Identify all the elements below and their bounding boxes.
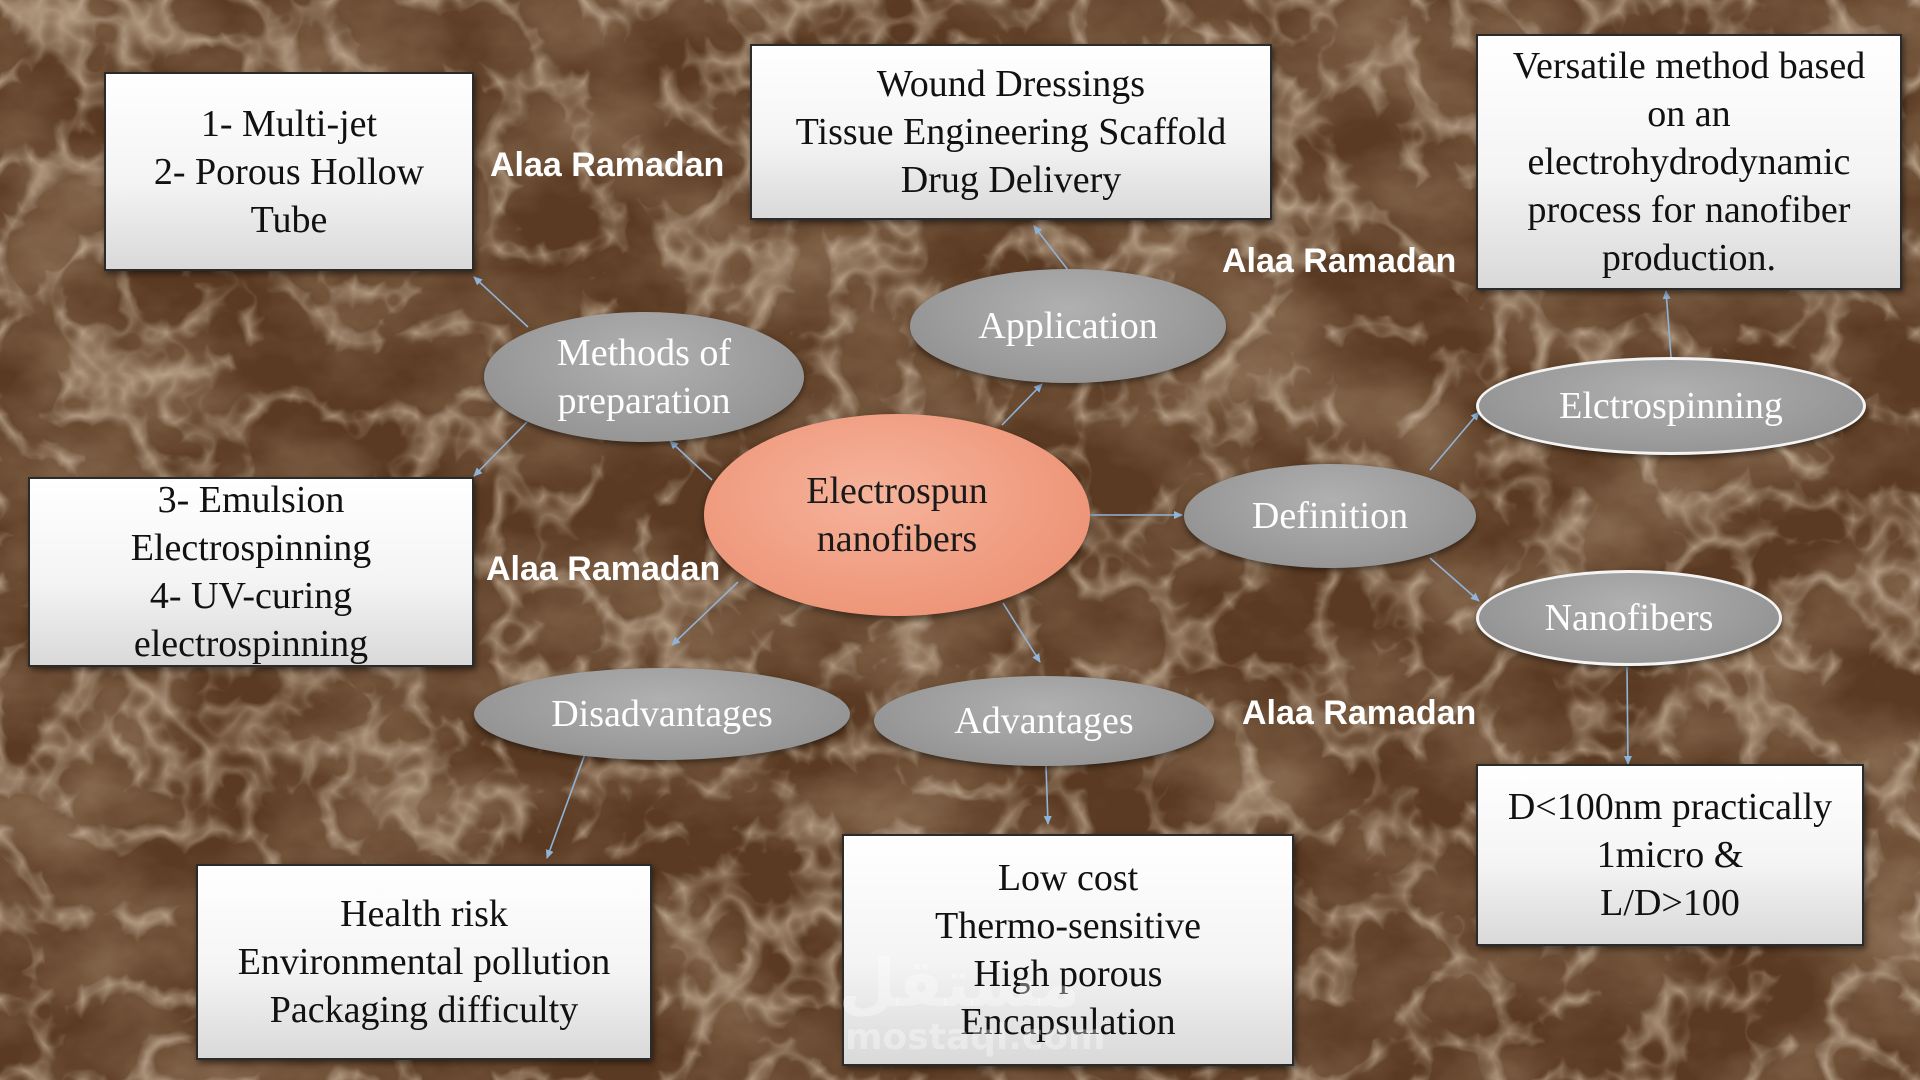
logo-arabic-text: مستقل [838,945,1080,1022]
box-advantages-line-2: Thermo-sensitive [935,905,1201,947]
box-methods-top: 1- Multi-jet 2- Porous Hollow Tube [104,72,474,271]
box-electrospinning-line-3: electrohydrodynamic [1527,141,1851,183]
box-advantages-line-4: Encapsulation [960,1001,1176,1043]
box-disadvantages: Health risk Environmental pollution Pack… [196,864,652,1060]
box-methods-bottom-line-3: 4- UV-curing [149,575,353,617]
author-watermark-4: Alaa Ramadan [1242,694,1477,732]
center-label-line-1: Electrospun [806,470,988,512]
node-electrospinning-label: Elctrospinning [1559,385,1783,427]
node-methods-of-preparation: Methods of preparation [484,312,804,442]
box-advantages-line-3: High porous [973,953,1163,995]
box-electrospinning-line-5: production. [1601,237,1777,279]
box-methods-bottom-line-1: 3- Emulsion [157,479,345,521]
box-applications-line-3: Drug Delivery [900,159,1122,201]
box-advantages: Low cost Thermo-sensitive High porous En… [842,834,1294,1066]
box-methods-bottom-line-2: Electrospinning [130,527,372,569]
box-advantages-line-1: Low cost [997,857,1139,899]
box-nanofibers-line-1: D<100nm practically [1507,786,1833,828]
node-electrospinning: Elctrospinning [1476,357,1866,455]
box-electrospinning-line-4: process for nanofiber [1527,189,1851,231]
center-label-line-2: nanofibers [816,518,978,560]
node-methods-line-1: Methods of [556,332,732,374]
node-advantages: Advantages [874,676,1214,766]
box-nanofibers-line-3: L/D>100 [1600,882,1740,924]
node-nanofibers-label: Nanofibers [1544,597,1714,639]
box-electrospinning-line-2: on an [1647,93,1731,135]
box-disadvantages-line-1: Health risk [340,893,508,935]
box-applications: Wound Dressings Tissue Engineering Scaff… [750,44,1272,220]
box-methods-top-line-3: Tube [250,198,328,241]
node-application-label: Application [978,305,1158,347]
node-definition: Definition [1184,464,1476,568]
box-disadvantages-line-3: Packaging difficulty [269,989,579,1031]
mostaql-logo-watermark: مستقل mostaql.com [838,945,1106,1060]
box-applications-line-2: Tissue Engineering Scaffold [795,111,1227,153]
center-node-electrospun-nanofibers: Electrospun nanofibers [704,414,1090,616]
box-electrospinning-line-1: Versatile method based [1512,45,1866,87]
box-methods-bottom: 3- Emulsion Electrospinning 4- UV-curing… [28,477,474,667]
node-definition-label: Definition [1251,495,1409,537]
node-disadvantages: Disadvantages [474,668,850,760]
node-nanofibers: Nanofibers [1476,570,1782,666]
author-watermark-1: Alaa Ramadan [490,146,725,184]
author-watermark-3: Alaa Ramadan [486,550,721,588]
box-methods-top-line-2: 2- Porous Hollow [153,150,425,193]
box-nanofibers-line-2: 1micro & [1596,834,1744,876]
box-disadvantages-line-2: Environmental pollution [237,941,611,983]
logo-latin-text: mostaql.com [845,1017,1106,1058]
node-methods-line-2: preparation [557,380,731,422]
box-methods-bottom-line-4: electrospinning [133,623,369,665]
node-disadvantages-label: Disadvantages [551,693,773,735]
box-nanofibers-definition: D<100nm practically 1micro & L/D>100 [1476,764,1864,946]
node-application: Application [910,269,1226,383]
box-electrospinning-definition: Versatile method based on an electrohydr… [1476,34,1902,290]
box-methods-top-line-1: 1- Multi-jet [200,102,378,145]
node-advantages-label: Advantages [954,700,1134,742]
author-watermark-2: Alaa Ramadan [1222,242,1457,280]
box-applications-line-1: Wound Dressings [876,63,1146,105]
